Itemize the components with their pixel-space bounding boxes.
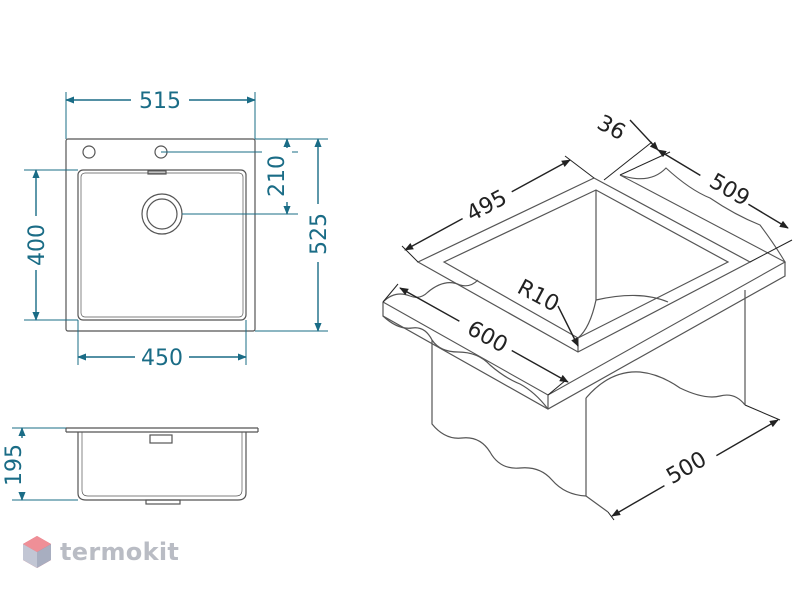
side-overflow bbox=[149, 434, 173, 444]
dim-label-210: 210 bbox=[265, 155, 290, 197]
sink-outer-rim bbox=[65, 138, 256, 332]
drain-outer-ring bbox=[141, 193, 183, 235]
brand-watermark: termokit bbox=[22, 535, 179, 569]
dim-label-525: 525 bbox=[307, 213, 332, 255]
cabinet-right-side bbox=[585, 371, 746, 406]
dim-label-515: 515 bbox=[139, 89, 181, 114]
tap-hole-left bbox=[82, 145, 96, 159]
dim-label-450: 450 bbox=[141, 346, 183, 371]
isometric-view: 36 495 509 R10 600 500 bbox=[382, 111, 793, 521]
side-view: 195 bbox=[2, 427, 259, 505]
dim-label-36: 36 bbox=[593, 111, 629, 146]
dim-leader-r10 bbox=[557, 305, 579, 347]
brand-name: termokit bbox=[60, 538, 180, 566]
dim-label-r10: R10 bbox=[513, 275, 563, 317]
dim-line-36 bbox=[629, 119, 659, 151]
dim-label-400: 400 bbox=[25, 224, 50, 266]
sink-bowl-inner-outline bbox=[80, 172, 244, 318]
termokit-logo-icon bbox=[23, 536, 51, 568]
cabinet-left-side bbox=[431, 340, 587, 497]
dim-label-195: 195 bbox=[2, 444, 27, 486]
sink-bowl-outline bbox=[77, 169, 247, 321]
overflow-slot bbox=[147, 170, 167, 175]
top-view: 515 450 400 210 525 bbox=[22, 86, 332, 371]
drain-inner-ring bbox=[146, 198, 178, 230]
side-bowl-profile bbox=[77, 432, 247, 501]
side-drain-stub bbox=[145, 499, 181, 505]
